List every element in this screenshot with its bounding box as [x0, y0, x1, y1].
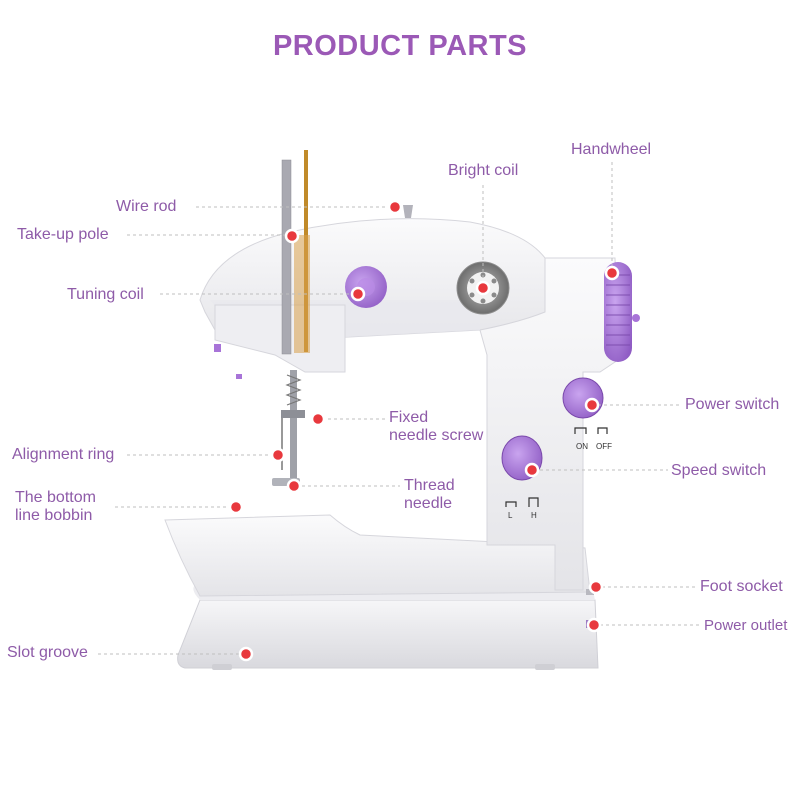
- label-handwheel: Handwheel: [571, 141, 652, 158]
- label-thread-needle-1: Thread: [404, 477, 455, 494]
- label-foot-socket: Foot socket: [700, 578, 783, 595]
- label-wire-rod: Wire rod: [116, 198, 177, 215]
- marker-thread-needle: [286, 478, 302, 494]
- label-tuning-coil: Tuning coil: [67, 286, 144, 303]
- needle-head: [214, 304, 346, 373]
- power-switch-shape: [562, 377, 604, 419]
- low-icon: [505, 501, 517, 507]
- handwheel-button: [632, 314, 640, 322]
- label-power-outlet: Power outlet: [704, 617, 788, 634]
- machine-foot-right: [535, 664, 555, 670]
- machine-bed: [164, 514, 591, 597]
- label-bottom-bobbin-1: The bottom: [15, 489, 96, 506]
- marker-slot-groove: [238, 646, 254, 662]
- marker-speed-switch: [524, 462, 540, 478]
- handwheel-shape: [604, 262, 632, 362]
- marker-bottom-bobbin: [228, 499, 244, 515]
- label-fixed-needle-screw-2: needle screw: [389, 427, 484, 444]
- machine-base: [177, 599, 599, 669]
- high-icon: [528, 497, 539, 507]
- marker-wire-rod: [387, 199, 403, 215]
- needle-bar: [290, 370, 297, 480]
- needle-clamp: [281, 410, 305, 418]
- off-icon: [597, 427, 608, 434]
- low-text: L: [508, 511, 513, 520]
- marker-power-switch: [584, 397, 600, 413]
- marker-tuning-coil: [350, 286, 366, 302]
- marker-power-outlet: [586, 617, 602, 633]
- label-alignment-ring: Alignment ring: [12, 446, 115, 463]
- page-title: PRODUCT PARTS: [272, 30, 528, 62]
- on-icon: [574, 427, 587, 434]
- wire-rod-shape: [281, 159, 292, 355]
- label-bottom-bobbin-2: line bobbin: [15, 507, 93, 524]
- marker-fixed-needle-screw: [310, 411, 326, 427]
- label-power-switch: Power switch: [685, 396, 780, 413]
- label-bright-coil: Bright coil: [448, 162, 519, 179]
- spring: [285, 374, 302, 406]
- label-fixed-needle-screw-1: Fixed: [389, 409, 429, 426]
- marker-take-up-pole: [284, 228, 300, 244]
- off-text: OFF: [596, 442, 612, 451]
- marker-bright-coil: [475, 280, 491, 296]
- label-speed-switch: Speed switch: [671, 462, 767, 479]
- marker-foot-socket: [588, 579, 604, 595]
- machine-foot-left: [212, 664, 232, 670]
- foot-socket-shape: [586, 589, 594, 595]
- label-thread-needle-2: needle: [404, 495, 453, 512]
- label-slot-groove: Slot groove: [7, 644, 88, 661]
- high-text: H: [531, 511, 537, 520]
- marker-alignment-ring: [270, 447, 286, 463]
- thread-guide: [403, 205, 413, 218]
- label-take-up-pole: Take-up pole: [17, 226, 109, 243]
- on-text: ON: [576, 442, 588, 451]
- marker-handwheel: [604, 265, 620, 281]
